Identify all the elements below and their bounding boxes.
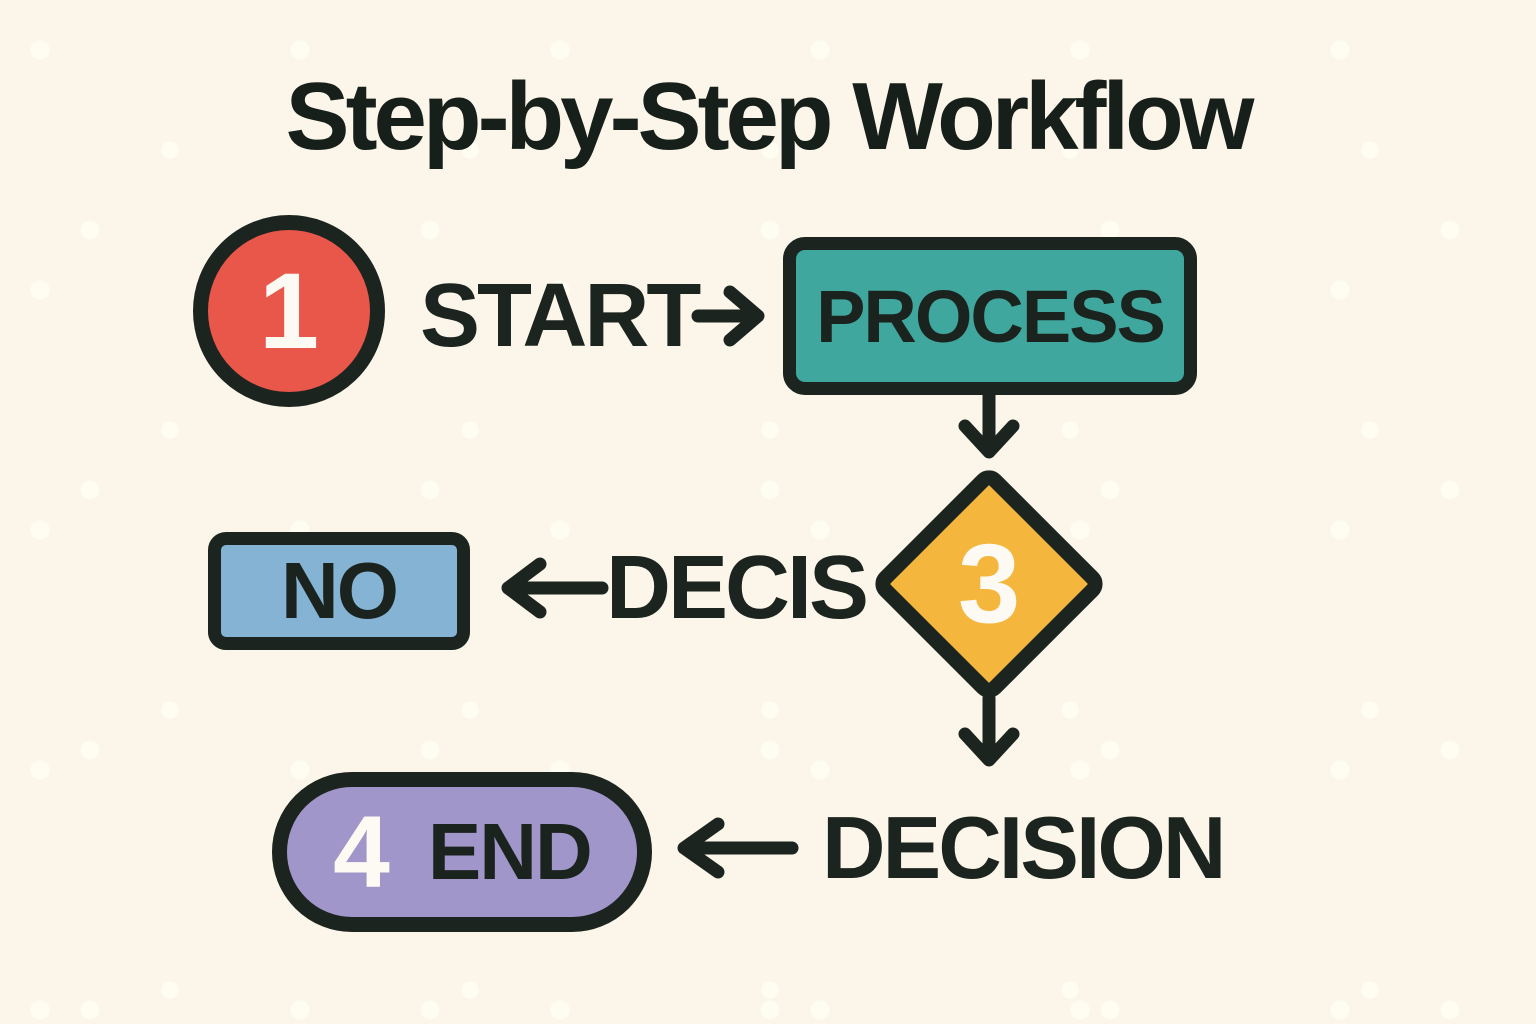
decis-label: DECIS bbox=[606, 538, 869, 638]
process-node: PROCESS bbox=[783, 237, 1197, 395]
step-4-number: 4 bbox=[333, 795, 390, 909]
end-label: END bbox=[427, 807, 593, 896]
decision-label: DECISION bbox=[822, 798, 1226, 897]
start-label: START bbox=[420, 266, 701, 366]
arrow-down-icon bbox=[958, 694, 1020, 767]
process-label: PROCESS bbox=[816, 274, 1166, 358]
step-3-number: 3 bbox=[957, 520, 1021, 646]
no-label: NO bbox=[281, 546, 399, 635]
arrow-left-icon bbox=[501, 557, 609, 619]
arrow-down-icon bbox=[958, 390, 1020, 459]
arrow-left-icon bbox=[677, 817, 799, 879]
page-title: Step-by-Step Workflow bbox=[285, 63, 1255, 170]
step-1-circle: 1 bbox=[193, 215, 385, 407]
step-1-number: 1 bbox=[258, 250, 320, 371]
no-node: NO bbox=[208, 532, 470, 650]
end-node: 4 END bbox=[272, 772, 652, 932]
arrow-right-icon bbox=[691, 285, 765, 347]
decision-diamond-node: 3 bbox=[868, 463, 1110, 705]
